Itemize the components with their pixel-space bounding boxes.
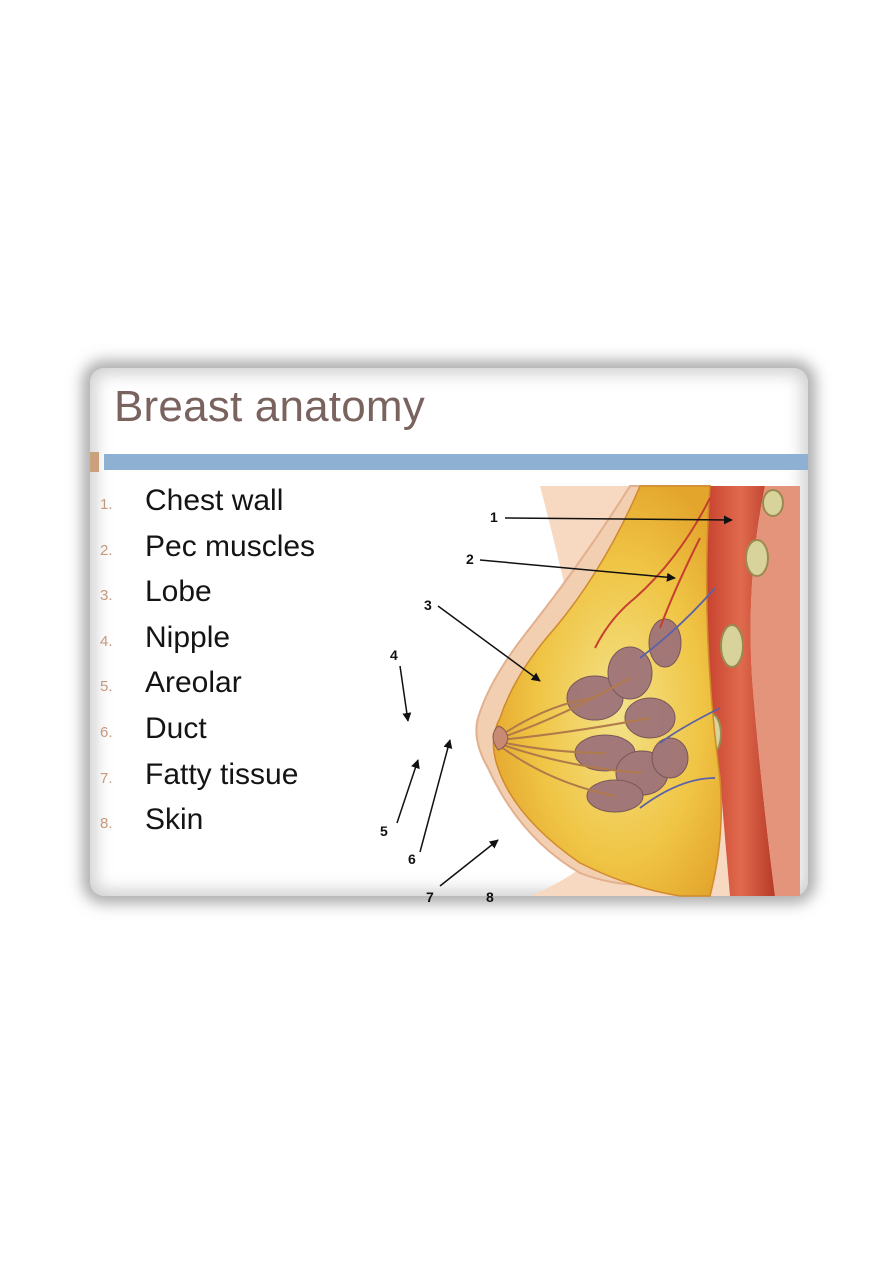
- item-label: Fatty tissue: [145, 757, 299, 791]
- item-label: Lobe: [145, 575, 212, 609]
- diagram-label: 2: [466, 551, 474, 567]
- item-number: 8.: [100, 815, 113, 833]
- rib-section: [720, 624, 744, 668]
- nipple: [492, 725, 509, 751]
- item-label: Areolar: [145, 666, 242, 700]
- diagram-label: 8: [486, 889, 494, 905]
- rib-section: [762, 489, 784, 517]
- chest-wall-band: [750, 486, 800, 896]
- item-label: Pec muscles: [145, 529, 316, 563]
- accent-tan-block: [90, 452, 99, 472]
- slide-title: Breast anatomy: [114, 382, 425, 431]
- item-label: Chest wall: [145, 484, 284, 517]
- diagram-label: 1: [490, 509, 498, 525]
- item-label: Skin: [145, 803, 204, 837]
- milk-ducts: [499, 677, 651, 797]
- slide: Breast anatomy 1. Chest wall 2. Pec muscle…: [90, 368, 808, 905]
- accent-blue-band: [104, 454, 808, 470]
- item-label: Duct: [145, 711, 207, 745]
- item-number: 5.: [100, 678, 113, 696]
- item-number: 3.: [100, 587, 113, 605]
- blood-vessels: [594, 497, 711, 649]
- item-number: 6.: [100, 723, 113, 741]
- item-number: 2.: [100, 541, 113, 559]
- breast-anatomy-illustration: 1 2 3 4 5 6 7 8: [380, 485, 800, 905]
- diagram-label: 5: [380, 823, 388, 839]
- veins: [639, 587, 721, 809]
- diagram-label: 6: [408, 851, 416, 867]
- diagram-label: 7: [426, 889, 434, 905]
- item-label: Nipple: [145, 620, 231, 654]
- rib-section: [745, 539, 769, 577]
- title-accent-bar: [90, 452, 808, 472]
- diagram-label: 4: [390, 647, 398, 663]
- item-number: 4.: [100, 632, 113, 650]
- pectoral-muscle: [706, 486, 775, 896]
- leader-arrows: [396, 515, 733, 887]
- diagram-label: 3: [424, 597, 432, 613]
- item-number: 1.: [100, 496, 113, 513]
- item-number: 7.: [100, 769, 113, 787]
